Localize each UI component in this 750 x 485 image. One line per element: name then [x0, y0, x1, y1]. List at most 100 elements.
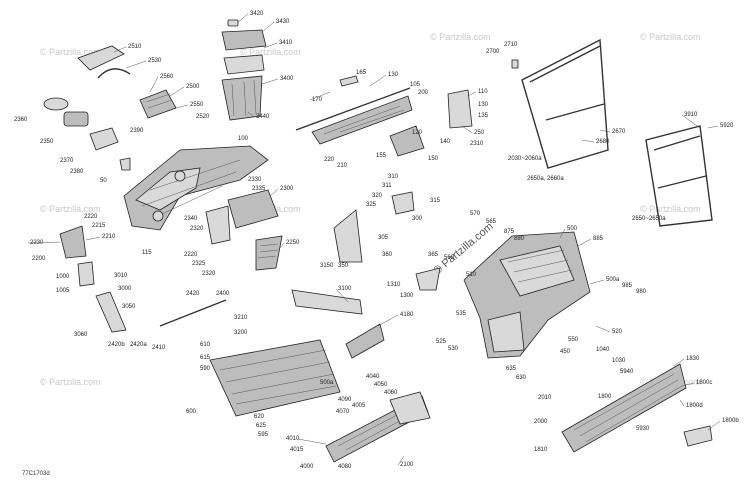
- callout-1800: 1800: [598, 394, 612, 400]
- callout-2230: 2230: [30, 240, 44, 246]
- right-rocker-assembly: [561, 363, 713, 453]
- callout-985: 985: [622, 283, 633, 289]
- callout-1005: 1005: [56, 288, 70, 294]
- callout-140: 140: [440, 139, 451, 145]
- callout-325: 325: [366, 202, 377, 208]
- callout-620: 620: [254, 414, 265, 420]
- watermark: © Partzilla.com: [640, 32, 701, 42]
- watermark: © Partzilla.com: [240, 47, 301, 57]
- callout-315: 315: [430, 198, 441, 204]
- callout-3200: 3200: [234, 330, 248, 336]
- callout-2335: 2335: [252, 186, 266, 192]
- callout-2710: 2710: [504, 42, 518, 48]
- callout-5920: 5920: [720, 123, 734, 129]
- callout-2220-b: 2220: [184, 252, 198, 258]
- leader-lines: [27, 13, 721, 466]
- callout-4180: 4180: [400, 312, 414, 318]
- callout-550: 550: [568, 337, 579, 343]
- callout-4050: 4050: [374, 382, 388, 388]
- callout-2300: 2300: [280, 186, 294, 192]
- callout-320: 320: [372, 193, 383, 199]
- callout-2100: 2100: [400, 462, 414, 468]
- callout-150: 150: [428, 156, 439, 162]
- callout-4015: 4015: [290, 447, 304, 453]
- callout-200: 200: [418, 90, 429, 96]
- callout-2500: 2500: [186, 84, 200, 90]
- callout-535: 535: [456, 311, 467, 317]
- callout-5930: 5930: [636, 426, 650, 432]
- callout-4040: 4040: [366, 374, 380, 380]
- callout-1800d: 1800d: [686, 403, 703, 409]
- callout-2350: 2350: [40, 139, 54, 145]
- callout-1030: 1030: [612, 358, 626, 364]
- callout-2370: 2370: [60, 158, 74, 164]
- callout-365: 365: [428, 252, 439, 258]
- callout-130: 130: [388, 72, 399, 78]
- callout-450: 450: [560, 349, 571, 355]
- callout-2400: 2400: [216, 291, 230, 297]
- callout-100: 100: [238, 136, 249, 142]
- callout-250: 250: [474, 130, 485, 136]
- storage-box-assembly: [221, 19, 267, 121]
- callout-630: 630: [516, 375, 527, 381]
- callout-1310: 1310: [387, 282, 401, 288]
- callout-625: 625: [256, 423, 267, 429]
- watermark: © Partzilla.com: [640, 204, 701, 214]
- callout-165: 165: [356, 70, 367, 76]
- watermark: © Partzilla.com: [40, 47, 101, 57]
- dash-bar-assembly: [295, 75, 473, 157]
- callout-50: 50: [100, 178, 107, 184]
- callout-2320-b: 2320: [202, 271, 216, 277]
- callout-360: 360: [382, 252, 393, 258]
- callout-210: 210: [337, 163, 348, 169]
- callout-2530: 2530: [148, 58, 162, 64]
- callout-120: 120: [412, 130, 423, 136]
- callout-2410: 2410: [152, 345, 166, 351]
- callout-311: 311: [382, 183, 392, 189]
- callout-1800c: 1800c: [696, 380, 712, 386]
- center-console-assembly: [205, 189, 283, 271]
- callout-2330: 2330: [248, 177, 262, 183]
- callout-2325: 2325: [192, 261, 206, 267]
- callout-3210: 3210: [234, 315, 248, 321]
- callout-3010: 3010: [114, 273, 128, 279]
- callout-4080: 4080: [338, 464, 352, 470]
- callout-500a: 500a: [606, 277, 620, 283]
- callout-2560: 2560: [160, 74, 174, 80]
- callout-220: 220: [324, 157, 335, 163]
- rocker-panel-assembly: [325, 391, 431, 463]
- callout-525: 525: [436, 339, 447, 345]
- callout-350: 350: [338, 263, 349, 269]
- callout-615: 615: [200, 355, 211, 361]
- callout-1810: 1810: [534, 447, 548, 453]
- callout-610: 610: [200, 342, 211, 348]
- firewall-assembly: [333, 191, 441, 291]
- callout-3420: 3420: [250, 11, 264, 17]
- callout-520: 520: [612, 329, 623, 335]
- callout-3050: 3050: [122, 304, 136, 310]
- callout-170: 170: [312, 97, 323, 103]
- callout-4005: 4005: [352, 403, 366, 409]
- callout-1300: 1300: [400, 293, 414, 299]
- callout-300: 300: [412, 216, 423, 222]
- roll-cage-assembly: [511, 38, 713, 227]
- callout-3100: 3100: [338, 286, 352, 292]
- callout-labels: 3420 3430 3410 3400 3440 2510 2530 2560 …: [14, 11, 739, 470]
- glove-box-assembly: [43, 45, 177, 171]
- callout-2420b: 2420b: [108, 342, 125, 348]
- callout-2520: 2520: [196, 114, 210, 120]
- callout-3400: 3400: [280, 76, 294, 82]
- callout-305: 305: [378, 235, 389, 241]
- callout-2700: 2700: [486, 49, 500, 55]
- floor-skid-assembly: [159, 289, 385, 417]
- callout-875: 875: [504, 229, 515, 235]
- callout-2010: 2010: [538, 395, 552, 401]
- callout-3440: 3440: [256, 114, 270, 120]
- callout-2380: 2380: [70, 169, 84, 175]
- callout-560: 560: [444, 255, 455, 261]
- rear-body-assembly: [463, 231, 591, 359]
- callout-530: 530: [448, 346, 459, 352]
- callout-1040: 1040: [596, 347, 610, 353]
